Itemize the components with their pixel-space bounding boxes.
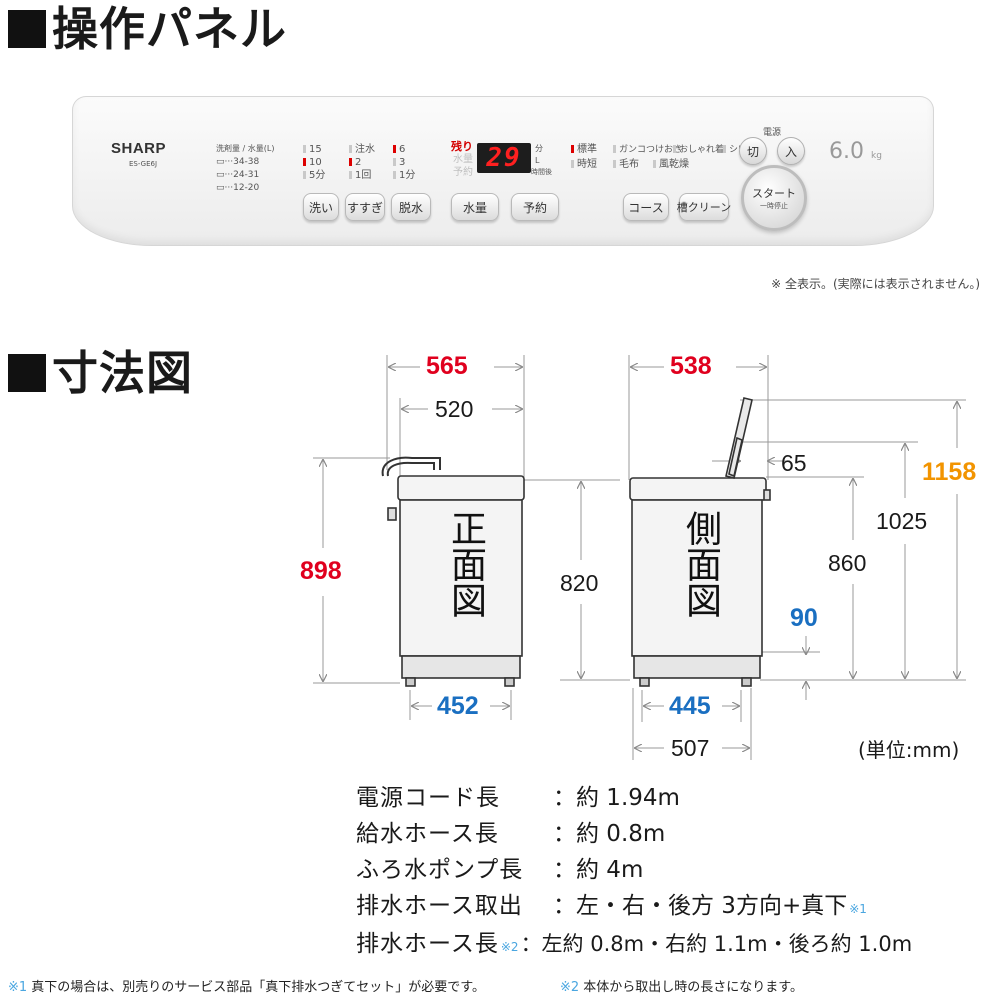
dim-left-height: 820 (560, 570, 599, 596)
spec-label: 給水ホース長 (356, 821, 499, 847)
unit-label: (単位:mm) (858, 738, 960, 762)
footnote-1: ※1 真下の場合は、別売りのサービス部品「真下排水つぎてセット」が必要です。 (8, 980, 486, 995)
pause-label: 一時停止 (760, 202, 788, 210)
unit-hours: 時間後 (531, 168, 552, 176)
detergent-row: ▭···34-38 (216, 157, 260, 167)
tub-icon: ▭ (216, 170, 225, 180)
side-view-outline (629, 477, 771, 687)
rinse-1: 1回 (349, 171, 371, 181)
power-label: 電源 (763, 128, 782, 138)
rinse-2: 2 (349, 158, 361, 168)
open-lid (725, 397, 753, 479)
course-button[interactable]: コース (623, 193, 669, 221)
spec-value: ：約 4m (553, 857, 644, 883)
detergent-row: ▭···24-31 (216, 170, 260, 180)
footnote-2: ※2 本体から取出し時の長さになります。 (560, 980, 804, 995)
dim-open-height: 1158 (922, 458, 977, 486)
dim-side-total-depth: 507 (671, 735, 710, 761)
course-blanket: 毛布 (613, 160, 639, 170)
dim-lid-height: 1025 (876, 508, 928, 534)
wash-time-5: 5分 (303, 171, 325, 181)
dim-lid-offset: 65 (781, 450, 807, 476)
spec-label: ふろ水ポンプ長 (356, 857, 524, 883)
tub-icon: ▭ (216, 157, 225, 167)
spec-value: ：約 1.94m (553, 785, 680, 811)
dim-front-height: 898 (300, 557, 342, 585)
spec-value: ：左約 0.8m・右約 1.1m・後ろ約 1.0m (520, 932, 913, 956)
wash-button[interactable]: 洗い (303, 193, 339, 221)
front-view-label: 正面図 (445, 510, 486, 618)
panel-display-note: ※ 全表示。(実際には表示されません。) (771, 277, 980, 291)
detergent-header: 洗剤量 / 水量(L) (216, 144, 275, 153)
tub-icon: ▭ (216, 183, 225, 193)
rinse-water: 注水 (349, 145, 375, 155)
dim-body-height: 860 (828, 550, 867, 576)
spin-1: 1分 (393, 171, 415, 181)
square-bullet-icon (8, 354, 46, 392)
water-level-button[interactable]: 水量 (451, 193, 499, 221)
spin-6: 6 (393, 145, 405, 155)
spec-value: ：約 0.8m (553, 821, 666, 847)
start-pause-button[interactable]: スタート 一時停止 (741, 165, 807, 231)
spec-label: 電源コード長 (356, 785, 500, 811)
power-on-button[interactable]: 入 (777, 137, 805, 165)
spec-row: 排水ホース長 ※2 ：左約 0.8m・右約 1.1m・後ろ約 1.0m (356, 924, 912, 957)
timer-button[interactable]: 予約 (511, 193, 559, 221)
front-view-outline (387, 475, 525, 687)
spin-3: 3 (393, 158, 405, 168)
dim-front-inner-width: 520 (435, 396, 474, 422)
course-soak: ガンコつけおき (613, 145, 682, 155)
unit-liters: L (535, 156, 540, 165)
wash-time-10: 10 (303, 158, 322, 168)
spec-row: 排水ホース取出 ：左・右・後方 3方向+真下 ※1 (356, 886, 867, 919)
unit-minutes: 分 (535, 144, 543, 153)
wash-time-15: 15 (303, 145, 322, 155)
tub-clean-button[interactable]: 槽クリーン (677, 193, 731, 221)
panel-heading: 操作パネル (8, 6, 287, 52)
dim-side-depth: 538 (670, 352, 712, 380)
course-standard: 標準 (571, 145, 597, 155)
course-delicate: おしゃれ着 (673, 145, 724, 155)
dim-bottom-clearance: 90 (790, 604, 818, 632)
rinse-button[interactable]: すすぎ (345, 193, 385, 221)
square-bullet-icon (8, 10, 46, 48)
spec-label: 排水ホース取出 (356, 893, 523, 919)
dim-front-base-width: 452 (437, 692, 479, 720)
side-view-label: 側面図 (680, 510, 721, 618)
model-number: ES-GE6J (129, 160, 158, 168)
spec-value: ：左・右・後方 3方向+真下 (553, 893, 848, 919)
led-display: 29 (477, 143, 531, 173)
spec-label: 排水ホース長 (356, 931, 499, 957)
detergent-row: ▭···12-20 (216, 183, 260, 193)
power-off-button[interactable]: 切 (739, 137, 767, 165)
dim-front-width: 565 (426, 352, 468, 380)
spec-row: 電源コード長 ：約 1.94m (356, 778, 680, 811)
dim-side-base-depth: 445 (669, 692, 711, 720)
dimensions-heading: 寸法図 (8, 350, 193, 396)
control-panel: SHARP ES-GE6J 洗剤量 / 水量(L) ▭···34-38 ▭···… (72, 96, 934, 246)
start-label: スタート (752, 187, 796, 200)
course-air-dry: 風乾燥 (653, 160, 689, 170)
spec-row: 給水ホース長 ：約 0.8m (356, 814, 665, 847)
spin-button[interactable]: 脱水 (391, 193, 431, 221)
course-quick: 時短 (571, 160, 597, 170)
capacity: 6.0 kg (829, 139, 882, 164)
footnote-ref: ※2 (500, 940, 519, 954)
remain-label: 残り (451, 140, 473, 153)
brand-logo: SHARP (111, 140, 167, 157)
water-indicator: 水量 (453, 154, 473, 165)
spec-row: ふろ水ポンプ長 ：約 4m (356, 850, 643, 883)
timer-indicator: 予約 (453, 167, 473, 178)
footnote-ref: ※1 (849, 902, 867, 916)
